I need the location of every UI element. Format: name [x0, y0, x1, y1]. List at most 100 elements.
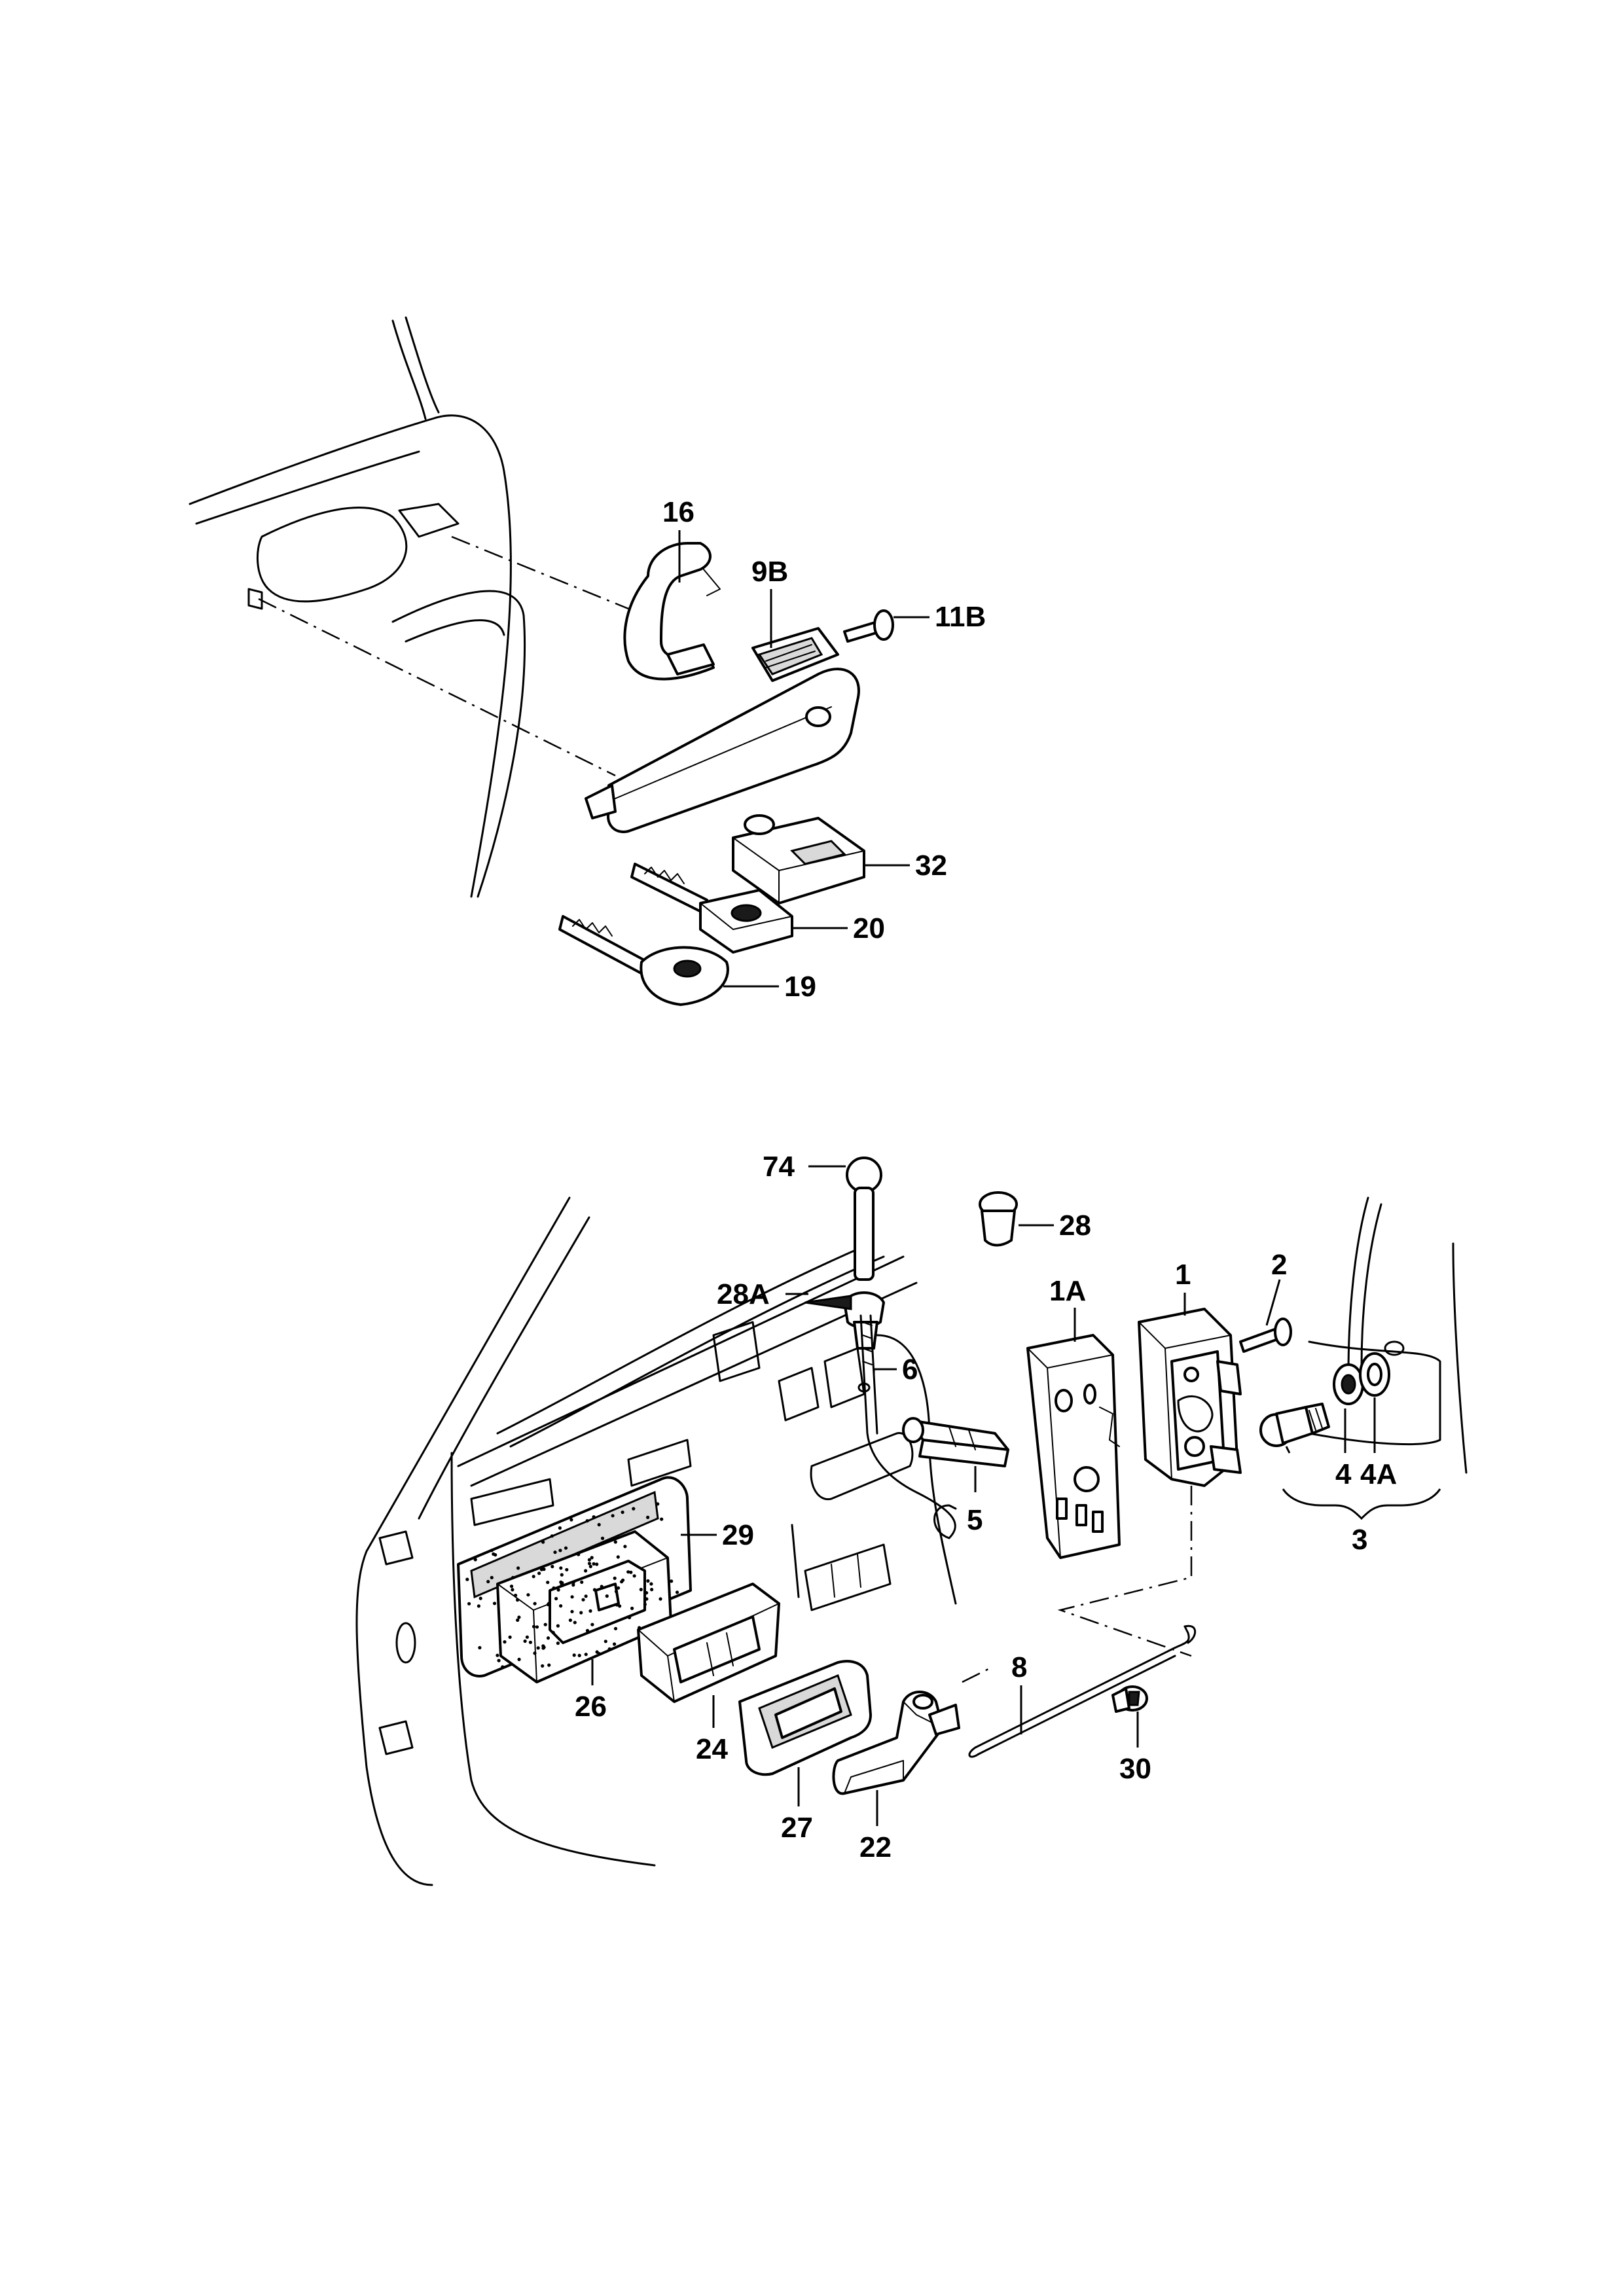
texture-dot	[492, 1602, 497, 1605]
texture-dot	[632, 1574, 636, 1578]
texture-dot	[556, 1624, 560, 1628]
texture-dot	[613, 1642, 617, 1646]
texture-dot	[629, 1570, 633, 1574]
texture-dot	[571, 1581, 575, 1585]
texture-dot	[587, 1562, 592, 1566]
lock-rod-8	[968, 1624, 1197, 1758]
callout-16: 16	[662, 496, 695, 528]
callout-1A: 1A	[1049, 1275, 1086, 1307]
texture-dot	[592, 1562, 596, 1566]
bracket-3	[1282, 1488, 1441, 1520]
texture-dot	[501, 1665, 505, 1669]
texture-dot	[526, 1593, 530, 1597]
callout-27: 27	[781, 1812, 813, 1844]
handle-bezel-24	[637, 1583, 780, 1703]
texture-dot	[564, 1546, 568, 1550]
striker-plate-4A	[1359, 1352, 1390, 1397]
texture-dot	[492, 1552, 496, 1556]
texture-dot	[584, 1653, 588, 1657]
texture-dot	[577, 1552, 581, 1556]
texture-dot	[517, 1615, 521, 1619]
callout-4A: 4A	[1360, 1458, 1397, 1490]
texture-dot	[542, 1568, 546, 1571]
callout-4: 4	[1335, 1458, 1352, 1490]
texture-dot	[604, 1640, 607, 1643]
texture-dot	[643, 1602, 647, 1606]
texture-dot	[590, 1556, 594, 1560]
texture-dot	[659, 1597, 662, 1601]
handle-gasket-16	[623, 542, 721, 681]
texture-dot	[467, 1602, 471, 1605]
callout-26: 26	[575, 1691, 607, 1723]
texture-dot	[614, 1590, 619, 1594]
texture-dot	[559, 1566, 563, 1570]
texture-dot	[486, 1579, 490, 1584]
texture-dot	[584, 1594, 588, 1598]
texture-dot	[509, 1585, 514, 1588]
texture-dot	[490, 1575, 494, 1579]
texture-dot	[478, 1645, 482, 1650]
texture-dot	[477, 1604, 481, 1608]
texture-dot	[584, 1569, 588, 1573]
texture-dot	[533, 1602, 537, 1605]
texture-dot	[503, 1640, 507, 1644]
key-20	[630, 863, 793, 954]
texture-dot	[532, 1624, 536, 1628]
texture-dot	[550, 1534, 554, 1538]
texture-dot	[533, 1651, 537, 1655]
texture-dot	[552, 1586, 556, 1590]
texture-dot	[600, 1585, 604, 1588]
texture-dot	[558, 1549, 562, 1552]
callout-30: 30	[1119, 1753, 1151, 1785]
texture-dot	[597, 1522, 601, 1527]
callout-6: 6	[902, 1354, 918, 1386]
door-inner-frame-outline	[355, 1196, 957, 1886]
texture-dot	[660, 1517, 664, 1521]
texture-dot	[585, 1519, 589, 1523]
texture-dot	[532, 1575, 535, 1579]
texture-dot	[473, 1558, 477, 1562]
texture-dot	[618, 1604, 622, 1608]
lock-cover-plate-1A	[1026, 1334, 1121, 1559]
texture-dot	[588, 1609, 592, 1613]
texture-dot	[646, 1579, 650, 1583]
texture-dot	[572, 1653, 576, 1657]
callout-29: 29	[722, 1519, 754, 1551]
texture-dot	[628, 1615, 632, 1619]
texture-dot	[556, 1641, 560, 1645]
texture-dot	[546, 1636, 550, 1640]
texture-dot	[516, 1618, 520, 1622]
texture-dot	[554, 1596, 558, 1601]
rod-clip-30	[1111, 1685, 1148, 1713]
callout-3: 3	[1352, 1524, 1367, 1556]
texture-dot	[497, 1659, 501, 1662]
texture-dot	[595, 1562, 599, 1566]
texture-dot	[639, 1588, 643, 1592]
texture-dot	[511, 1575, 515, 1579]
texture-dot	[656, 1502, 660, 1506]
texture-dot	[560, 1582, 564, 1586]
right-pillar-outline	[1308, 1196, 1468, 1474]
texture-dot	[650, 1588, 654, 1592]
screw-11B	[843, 609, 894, 643]
lock-button-knob-74	[846, 1157, 882, 1281]
texture-dot	[517, 1657, 521, 1661]
texture-dot	[605, 1594, 609, 1598]
texture-dot	[570, 1595, 574, 1599]
texture-dot	[514, 1593, 518, 1598]
texture-dot	[590, 1623, 594, 1626]
texture-dot	[535, 1625, 539, 1629]
texture-dot	[621, 1510, 624, 1515]
texture-dot	[478, 1596, 482, 1600]
remote-transmitter-32	[732, 814, 865, 905]
texture-dot	[516, 1598, 520, 1602]
grommet-28	[979, 1191, 1018, 1247]
texture-dot	[617, 1586, 621, 1590]
texture-dot	[570, 1609, 574, 1613]
texture-dot	[528, 1640, 533, 1644]
texture-dot	[516, 1566, 520, 1570]
texture-dot	[592, 1515, 596, 1519]
exterior-door-handle-9B	[585, 627, 860, 833]
texture-dot	[523, 1639, 527, 1643]
texture-dot	[587, 1558, 592, 1562]
